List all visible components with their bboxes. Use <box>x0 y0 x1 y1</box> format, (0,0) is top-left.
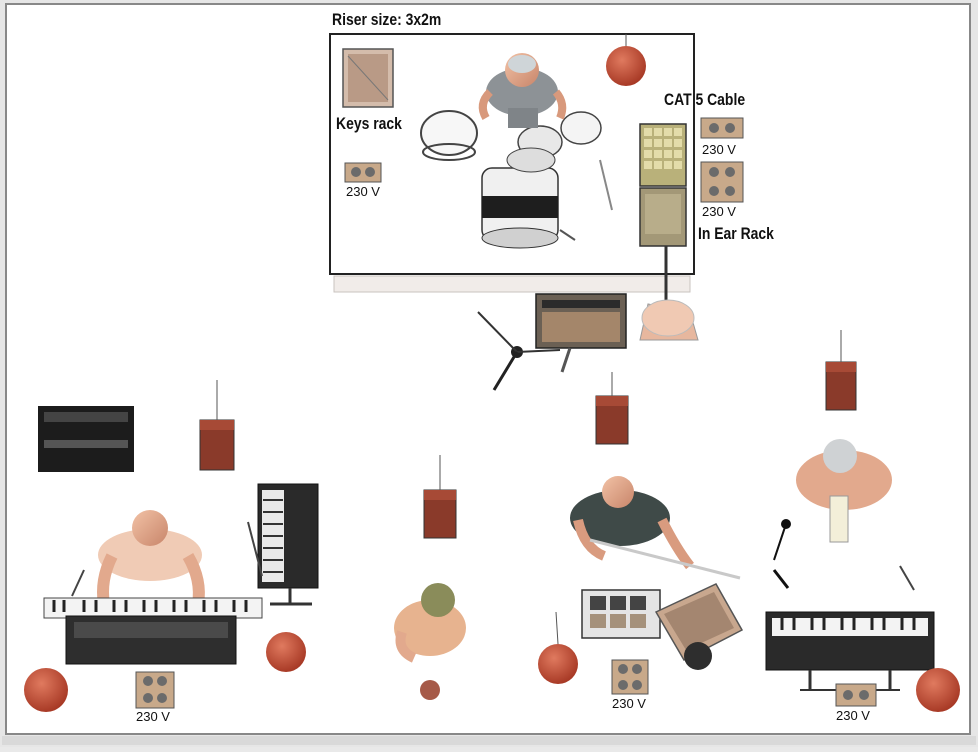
in-ear-pack-icon <box>595 372 629 445</box>
wedge-monitor-icon <box>538 611 712 684</box>
amp-icon <box>38 406 134 472</box>
in-ear-rack-icon <box>639 123 687 300</box>
in-ear-rack-label: In Ear Rack <box>698 224 774 243</box>
mic-stand-icon <box>71 521 263 597</box>
in-ear-pack-icon <box>199 380 235 471</box>
keyboard-icon <box>43 597 263 665</box>
guitarist-icon <box>570 476 741 580</box>
power-label-riser-left: 230 V <box>346 184 380 199</box>
power-outlet-icon <box>700 117 744 139</box>
wedge-monitor-icon <box>24 632 306 712</box>
drum-pad-icon <box>654 583 744 661</box>
power-outlet-icon <box>344 162 382 183</box>
power-outlet-icon <box>611 659 649 695</box>
riser-size-label: Riser size: 3x2m <box>332 10 442 29</box>
keys-rack-label: Keys rack <box>336 114 402 133</box>
cat5-cable-label: CAT 5 Cable <box>664 90 746 109</box>
power-label-riser-right-bottom: 230 V <box>702 204 736 219</box>
power-label-stage-center: 230 V <box>612 696 646 711</box>
vocalist-icon <box>394 583 466 700</box>
wedge-monitor-icon <box>606 34 646 86</box>
keyboard-icon <box>765 611 935 691</box>
sax-player-icon <box>796 439 892 543</box>
in-ear-pack-icon <box>423 455 457 539</box>
power-label-riser-right-top: 230 V <box>702 142 736 157</box>
keys-rack-icon <box>342 48 394 108</box>
synth-icon <box>257 483 319 606</box>
hihat-stand-icon <box>639 299 699 341</box>
power-label-stage-left: 230 V <box>136 709 170 724</box>
power-outlet-icon <box>700 161 744 203</box>
drum-kit-icon <box>420 53 613 249</box>
in-ear-pack-icon <box>825 330 857 411</box>
pedalboard-icon <box>581 589 661 639</box>
amp-icon <box>535 293 627 349</box>
keyboard-player-icon <box>97 510 205 605</box>
mic-stand-icon <box>772 519 915 591</box>
power-outlet-icon <box>835 683 877 707</box>
mic-stand-icon <box>477 311 572 391</box>
power-label-stage-right: 230 V <box>836 708 870 723</box>
power-outlet-icon <box>135 671 175 709</box>
wedge-monitor-icon <box>916 668 960 712</box>
